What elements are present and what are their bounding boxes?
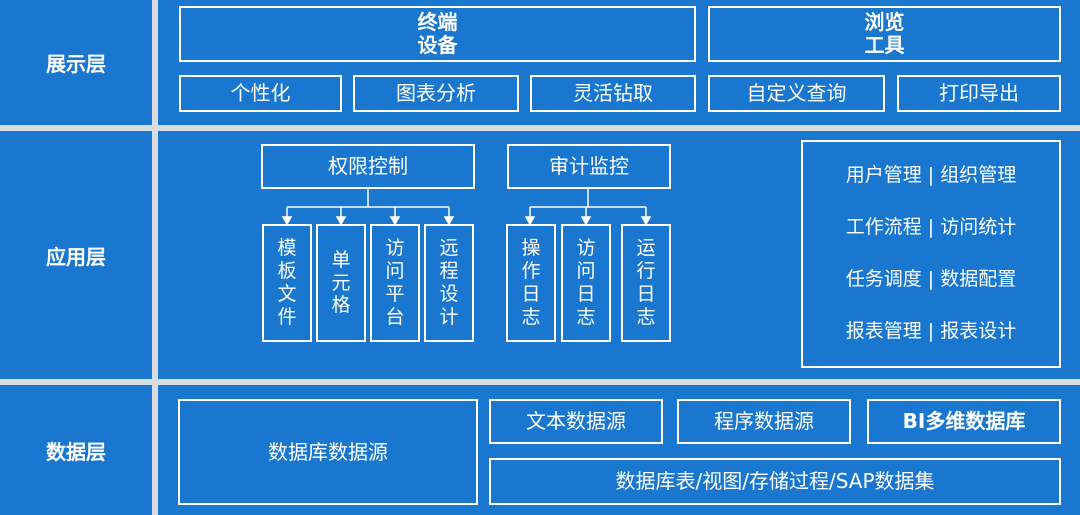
presentation-layer-panel: 终端 设备 浏览 工具 个性化 图表分析 灵活钻取 自定义查询 打印导出 bbox=[158, 0, 1080, 125]
audit-monitoring-box: 审计监控 bbox=[507, 144, 671, 189]
access-log-box: 访 问 日 志 bbox=[561, 224, 611, 342]
cell-box: 单 元 格 bbox=[316, 224, 366, 342]
program-source-box: 程序数据源 bbox=[677, 399, 851, 444]
operation-log-box: 操 作 日 志 bbox=[506, 224, 556, 342]
char: 访 bbox=[576, 237, 596, 260]
runtime-log-box: 运 行 日 志 bbox=[621, 224, 671, 342]
char: 志 bbox=[521, 305, 541, 328]
char: 作 bbox=[521, 260, 541, 283]
hierarchy-connectors bbox=[281, 189, 652, 226]
char: 元 bbox=[331, 271, 351, 294]
terminal-device-line2: 设备 bbox=[417, 33, 458, 57]
management-item: 报表管理 | 报表设计 bbox=[845, 320, 1017, 343]
char: 设 bbox=[439, 283, 459, 305]
char: 件 bbox=[277, 305, 297, 328]
application-layer-label: 应用层 bbox=[46, 244, 106, 269]
database-tables-box: 数据库表/视图/存储过程/SAP数据集 bbox=[489, 458, 1061, 505]
data-layer-label-panel: 数据层 bbox=[0, 385, 152, 515]
char: 台 bbox=[385, 305, 405, 328]
remote-design-box: 远 程 设 计 bbox=[424, 224, 474, 342]
template-file-box: 模 板 文 件 bbox=[262, 224, 312, 342]
char: 志 bbox=[576, 305, 596, 328]
terminal-device-box: 终端 设备 bbox=[179, 6, 696, 62]
browser-tool-line1: 浏览 bbox=[864, 10, 905, 34]
char: 问 bbox=[385, 260, 405, 283]
char: 文 bbox=[277, 283, 297, 305]
browser-tool-box: 浏览 工具 bbox=[708, 6, 1061, 62]
feature-chart-analysis: 图表分析 bbox=[353, 75, 519, 112]
database-source-box: 数据库数据源 bbox=[178, 399, 478, 505]
presentation-layer-label-panel: 展示层 bbox=[0, 0, 152, 125]
data-layer-label: 数据层 bbox=[46, 439, 106, 464]
char: 日 bbox=[636, 283, 656, 305]
char: 访 bbox=[385, 237, 405, 260]
management-item: 工作流程 | 访问统计 bbox=[845, 216, 1017, 239]
data-layer-panel: 数据库数据源 文本数据源 程序数据源 BI多维数据库 数据库表/视图/存储过程/… bbox=[158, 385, 1080, 515]
char: 操 bbox=[521, 237, 541, 260]
char: 平 bbox=[385, 283, 405, 305]
char: 日 bbox=[576, 283, 596, 305]
char: 格 bbox=[331, 294, 351, 317]
application-layer-label-panel: 应用层 bbox=[0, 131, 152, 379]
char: 行 bbox=[636, 260, 656, 283]
management-item: 用户管理 | 组织管理 bbox=[845, 164, 1017, 187]
permission-control-box: 权限控制 bbox=[261, 144, 475, 189]
char: 程 bbox=[439, 260, 459, 283]
management-item: 任务调度 | 数据配置 bbox=[845, 268, 1017, 291]
terminal-device-line1: 终端 bbox=[417, 10, 458, 34]
char: 志 bbox=[636, 305, 656, 328]
text-source-box: 文本数据源 bbox=[489, 399, 663, 444]
bi-multidimensional-db-box: BI多维数据库 bbox=[867, 399, 1061, 444]
char: 问 bbox=[576, 260, 596, 283]
browser-tool-line2: 工具 bbox=[864, 33, 905, 57]
char: 远 bbox=[439, 237, 459, 260]
feature-drill-down: 灵活钻取 bbox=[530, 75, 696, 112]
presentation-layer-label: 展示层 bbox=[46, 52, 106, 76]
char: 日 bbox=[521, 283, 541, 305]
char: 计 bbox=[439, 305, 459, 328]
feature-print-export: 打印导出 bbox=[897, 75, 1061, 112]
feature-personalization: 个性化 bbox=[179, 75, 342, 112]
feature-custom-query: 自定义查询 bbox=[708, 75, 885, 112]
char: 运 bbox=[636, 237, 656, 260]
management-functions-box: 用户管理 | 组织管理 工作流程 | 访问统计 任务调度 | 数据配置 报表管理… bbox=[801, 140, 1061, 368]
char: 板 bbox=[277, 260, 297, 283]
char: 模 bbox=[277, 237, 297, 260]
char: 单 bbox=[331, 248, 351, 271]
application-layer-panel: 权限控制 模 板 文 件 单 元 格 访 问 平 台 远 程 设 计 审计监控 … bbox=[158, 131, 1080, 379]
access-platform-box: 访 问 平 台 bbox=[370, 224, 420, 342]
